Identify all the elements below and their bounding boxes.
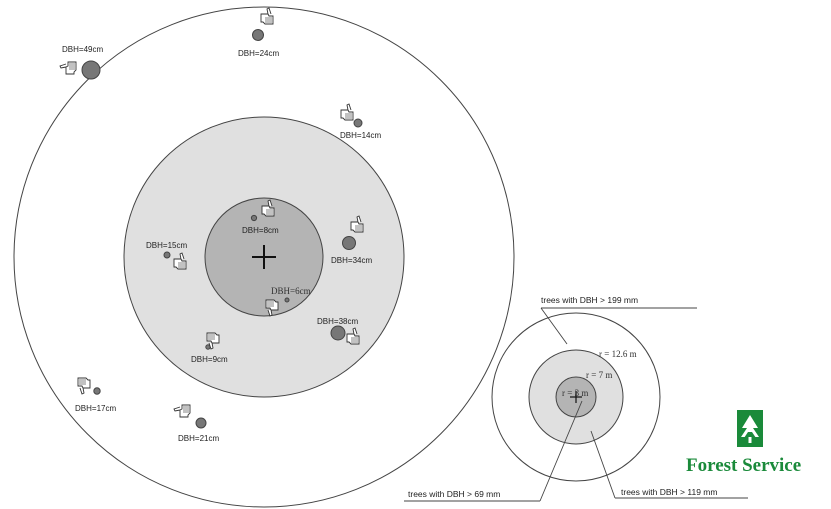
tree-dbh-label: DBH=15cm (146, 241, 187, 250)
plot-center-cross-icon (252, 245, 276, 269)
tree-marker: DBH=38cm (317, 317, 360, 345)
tree-marker: DBH=9cm (191, 332, 228, 364)
legend-radius-middle: r = 7 m (586, 370, 612, 380)
legend-middle-rule: trees with DBH > 119 mm (621, 487, 717, 497)
tree-dbh-label: DBH=8cm (242, 226, 279, 235)
plot-design-legend: trees with DBH > 199 mm trees with DBH >… (404, 295, 748, 502)
tree-dbh-label: DBH=34cm (331, 256, 372, 265)
tree-marker: DBH=49cm (59, 45, 103, 80)
tree-marker: DBH=8cm (242, 199, 279, 235)
tree-marker: DBH=21cm (173, 404, 219, 443)
forest-service-logo-icon (737, 410, 763, 447)
tree-dbh-label: DBH=49cm (62, 45, 103, 54)
tree-marker: DBH=15cm (146, 241, 187, 270)
tree-dbh-label: DBH=17cm (75, 404, 116, 413)
legend-radius-inner: r = 3 m (562, 388, 588, 398)
tree-marker: DBH=6cm (265, 286, 311, 317)
thumbs-down-icon (59, 61, 77, 75)
tree-marker: DBH=14cm (340, 103, 381, 140)
tree-dbh-label: DBH=9cm (191, 355, 228, 364)
tree-dbh-label: DBH=14cm (340, 131, 381, 140)
tree-dbh-label: DBH=21cm (178, 434, 219, 443)
tree-dbh-label: DBH=24cm (238, 49, 279, 58)
tree-dbh-label: DBH=38cm (317, 317, 358, 326)
legend-inner-rule: trees with DBH > 69 mm (408, 489, 500, 499)
tree-dbh-label: DBH=6cm (271, 286, 311, 296)
legend-outer-rule: trees with DBH > 199 mm (541, 295, 638, 305)
legend-center-cross-icon (570, 391, 582, 403)
legend-radius-outer: r = 12.6 m (599, 349, 637, 359)
forest-service-logo-text: Forest Service (686, 455, 802, 476)
tree-marker: DBH=17cm (75, 377, 116, 413)
tree-marker: DBH=24cm (238, 7, 279, 58)
tree-marker: DBH=34cm (331, 215, 372, 265)
